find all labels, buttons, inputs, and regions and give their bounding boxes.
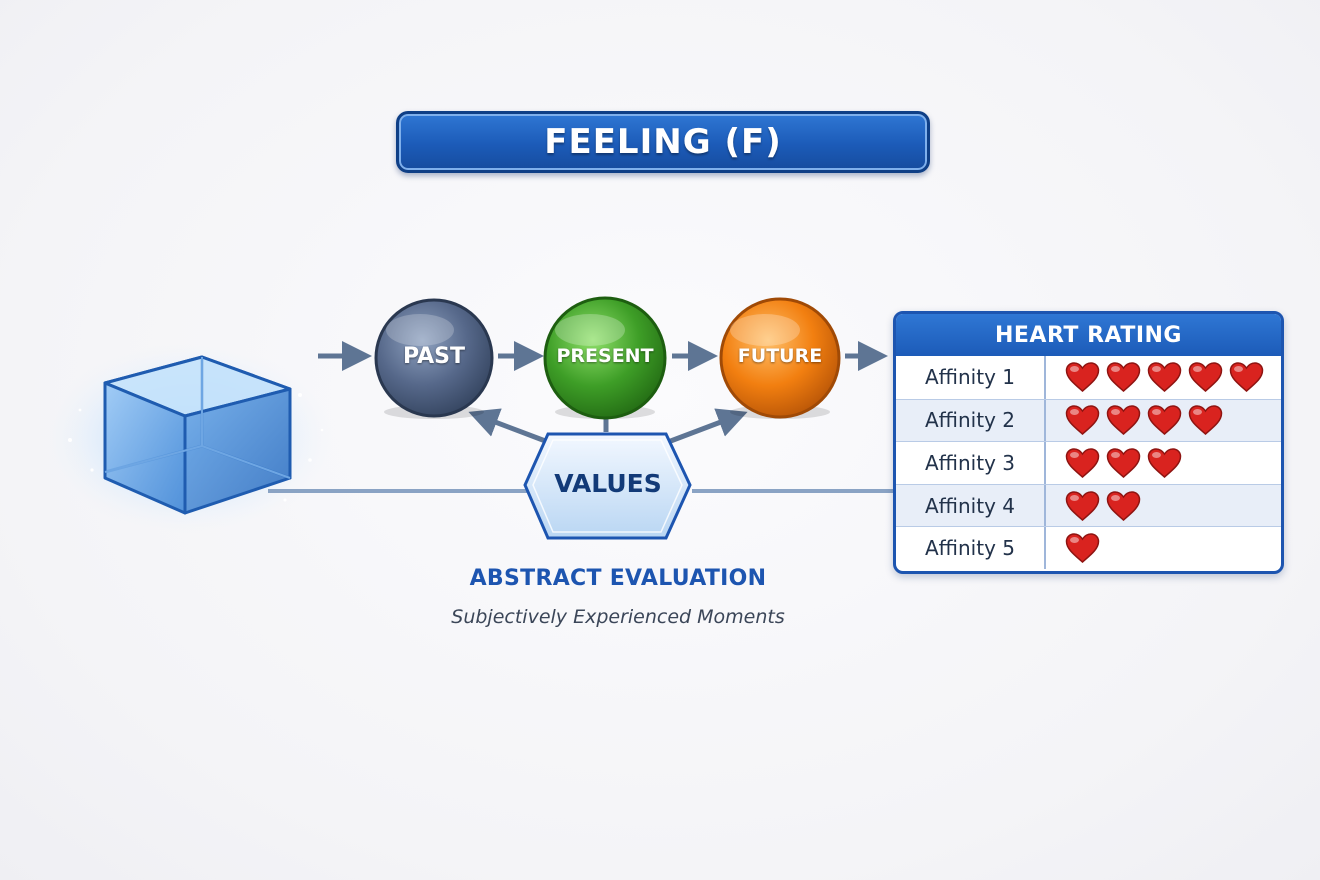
rating-row-hearts (1046, 356, 1281, 399)
heart-icon (1065, 533, 1100, 564)
arrow-values-past (468, 408, 549, 445)
heart-icon (1188, 362, 1223, 393)
rating-row: Affinity 3 (896, 441, 1281, 484)
rating-row-hearts (1046, 400, 1281, 442)
heart-icon (1188, 405, 1223, 436)
values-label: VALUES (554, 468, 662, 498)
heart-icon (1229, 362, 1264, 393)
heart-icon (1106, 490, 1141, 521)
heart-icon (1065, 405, 1100, 436)
heart-icon (1106, 448, 1141, 478)
page-title: FEELING (F) (396, 111, 930, 173)
node-label-past: PAST (403, 343, 465, 369)
rating-row: Affinity 5 (896, 526, 1281, 569)
heart-icon (1106, 362, 1141, 393)
rating-row-hearts (1046, 527, 1281, 569)
node-past (374, 298, 494, 419)
subtitle-heading: ABSTRACT EVALUATION (469, 566, 767, 591)
rating-row-label: Affinity 3 (896, 442, 1046, 484)
subtitle-caption: Subjectively Experienced Moments (451, 606, 785, 628)
rating-row-label: Affinity 2 (896, 399, 1046, 442)
heart-icon (1147, 405, 1182, 436)
rating-row-label: Affinity 1 (896, 356, 1046, 399)
heart-icon (1065, 448, 1100, 478)
sparkle-decoration (68, 393, 324, 502)
arrow-values-future (667, 408, 748, 445)
rating-row: Affinity 2 (896, 398, 1281, 442)
heart-icon (1065, 362, 1100, 393)
glass-cube-icon (103, 355, 292, 515)
heart-icon (1147, 448, 1182, 478)
values-hexagon (523, 432, 692, 540)
node-future (719, 297, 841, 419)
rating-row-label: Affinity 4 (896, 484, 1046, 527)
rating-row-hearts (1046, 442, 1281, 484)
node-label-present: PRESENT (556, 345, 654, 367)
heart-icon (1065, 490, 1100, 521)
rating-row-hearts (1046, 485, 1281, 527)
rating-row: Affinity 1 (896, 356, 1281, 399)
node-present (543, 296, 667, 420)
rating-row: Affinity 4 (896, 483, 1281, 527)
node-label-future: FUTURE (737, 345, 823, 367)
heart-rating-header: HEART RATING (896, 314, 1281, 356)
heart-icon (1147, 362, 1182, 393)
rating-row-label: Affinity 5 (896, 527, 1046, 569)
heart-icon (1106, 405, 1141, 436)
